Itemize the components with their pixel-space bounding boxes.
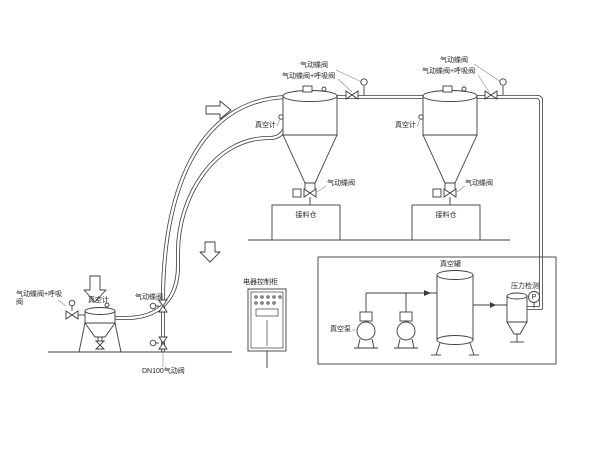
- valve-label: 气动蝶阀: [300, 62, 328, 69]
- butterfly-valve-icon: [484, 90, 498, 100]
- breather-valve-icon: [65, 310, 79, 320]
- vacuum-pump-2: [394, 311, 418, 349]
- vacuum-pump-skid: [317, 256, 557, 365]
- pressure-gauge-letter: P: [531, 293, 537, 301]
- valve-actuator-icon: [68, 299, 76, 307]
- receiving-bin-2: [411, 204, 481, 241]
- vacuum-gauge-icon: [278, 114, 284, 120]
- valve-actuator-icon: [149, 302, 157, 310]
- vacuum-gauge-label: 真空计: [395, 122, 416, 129]
- valve-actuator-icon: [360, 78, 368, 86]
- cyclone-receiver-2: [411, 78, 507, 241]
- butterfly-valve-icon: [345, 90, 359, 100]
- vacuum-gauge-label: 真空计: [255, 122, 276, 129]
- valve-actuator-icon: [432, 188, 442, 198]
- valve-actuator-icon: [149, 339, 157, 347]
- vacuum-pump-1: [354, 311, 378, 349]
- breather-valve-label: 气动蝶阀+呼吸阀: [16, 291, 63, 307]
- receiving-bin-label: 接料仓: [295, 212, 317, 219]
- lid-port-icon: [461, 86, 467, 92]
- vacuum-header-pipe: [161, 95, 543, 354]
- butterfly-valve-icon: [158, 299, 168, 313]
- filter-vessel: [506, 292, 528, 343]
- discharge-valve-icon: [94, 340, 106, 350]
- breather-valve-label: 气动蝶阀+呼吸阀: [422, 68, 476, 75]
- line-valves: [149, 299, 168, 350]
- discharge-valve-icon: [443, 188, 457, 198]
- discharge-valve-icon: [303, 188, 317, 198]
- flow-arrow-right: [205, 100, 232, 120]
- discharge-valve-label: 气动蝶阀: [465, 180, 493, 187]
- lid-fitting: [442, 85, 453, 93]
- discharge-valve-label: 气动蝶阀: [327, 180, 355, 187]
- receiving-bin-1: [271, 204, 341, 241]
- pressure-detection-label: 压力检测: [511, 283, 539, 290]
- valve-actuator-icon: [292, 188, 302, 198]
- valve-label: 气动蝶阀: [440, 57, 468, 64]
- valve-actuator-icon: [499, 78, 507, 86]
- dn100-valve-label: DN100气动阀: [142, 368, 185, 375]
- pressure-gauge-icon: [528, 291, 540, 308]
- breather-valve-label: 气动蝶阀+呼吸阀: [282, 73, 336, 80]
- control-cabinet: [247, 288, 287, 368]
- vacuum-gauge-icon: [418, 114, 424, 120]
- valve-label: 气动蝶阀: [135, 294, 163, 301]
- control-cabinet-label: 电器控制柜: [243, 279, 278, 286]
- flow-arrow-down-feeder: [83, 275, 107, 303]
- receiving-bin-label: 接料仓: [435, 212, 457, 219]
- lid-fitting: [302, 85, 313, 93]
- dn100-valve-icon: [158, 336, 168, 350]
- leader-lines: [57, 63, 502, 367]
- feeding-station: [65, 299, 122, 353]
- vacuum-tank: [431, 270, 479, 356]
- cabinet-display: [255, 308, 279, 317]
- vacuum-tank-label: 真空罐: [440, 261, 461, 268]
- cyclone-receiver-1: [271, 78, 368, 241]
- lid-port-icon: [321, 86, 327, 92]
- skid-boundary: [317, 256, 557, 365]
- flow-arrow-down-mid: [199, 241, 221, 263]
- vacuum-gauge-label: 真空计: [88, 297, 109, 304]
- vacuum-pump-label: 真空泵: [330, 326, 351, 333]
- vacuum-gauge-icon: [104, 302, 110, 308]
